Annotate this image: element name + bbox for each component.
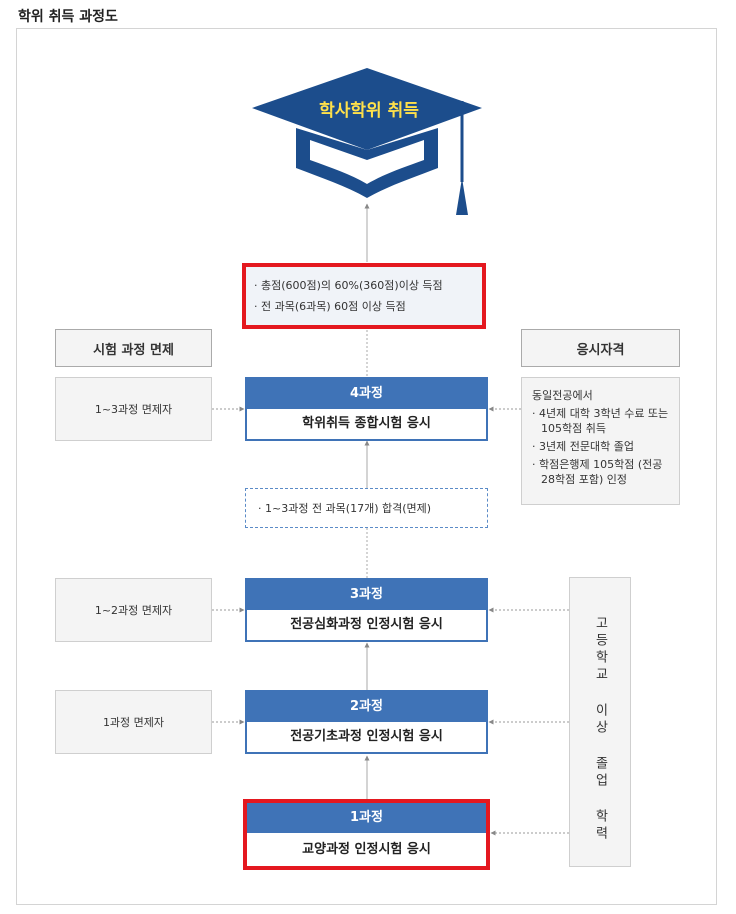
exemption-box-c4: 1~3과정 면제자 [55,377,212,441]
requirement-item: · 총점(600점)의 60%(360점)이상 득점 [254,279,443,292]
diagram-frame [16,28,717,905]
course-2-box: 2과정 전공기초과정 인정시험 응시 [245,690,488,754]
course-3-head: 3과정 [247,580,486,610]
graduation-cap-icon [252,68,482,215]
course-3-box: 3과정 전공심화과정 인정시험 응시 [245,578,488,642]
qualification-box: 동일전공에서 · 4년제 대학 3학년 수료 또는 105학점 취득 · 3년제… [521,377,680,505]
course-1-box: 1과정 교양과정 인정시험 응시 [243,799,490,870]
qualification-intro: 동일전공에서 [532,389,593,402]
degree-requirements-box: · 총점(600점)의 60%(360점)이상 득점 · 전 과목(6과목) 6… [242,263,486,329]
course-4-body: 학위취득 종합시험 응시 [302,416,431,431]
course-2-body: 전공기초과정 인정시험 응시 [290,729,443,744]
pass-note: · 1~3과정 전 과목(17개) 합격(면제) [258,502,432,515]
exemption-box-c2: 1과정 면제자 [55,690,212,754]
pass-note-box: · 1~3과정 전 과목(17개) 합격(면제) [245,488,488,528]
high-school-box: 고등학교 이상 졸업 학력 [569,577,631,867]
high-school-label: 고등학교 이상 졸업 학력 [592,616,608,843]
cap-label: 학사학위 취득 [319,101,419,121]
course-4-head: 4과정 [247,379,486,409]
exam-exempt-header: 시험 과정 면제 [55,329,212,367]
course-1-body: 교양과정 인정시험 응시 [302,842,431,857]
course-1-head: 1과정 [247,803,486,833]
qualification-item: · 3년제 전문대학 졸업 [532,440,634,453]
qualification-item: · 4년제 대학 3학년 수료 또는 105학점 취득 [532,407,669,435]
course-4-box: 4과정 학위취득 종합시험 응시 [245,377,488,441]
page-title: 학위 취득 과정도 [18,9,118,25]
course-2-head: 2과정 [247,692,486,722]
qualification-item: · 학점은행제 105학점 (전공28학점 포함) 인정 [532,458,663,486]
requirement-item: · 전 과목(6과목) 60점 이상 득점 [254,300,406,313]
exemption-box-c3: 1~2과정 면제자 [55,578,212,642]
course-3-body: 전공심화과정 인정시험 응시 [290,617,443,632]
qualification-header: 응시자격 [521,329,680,367]
